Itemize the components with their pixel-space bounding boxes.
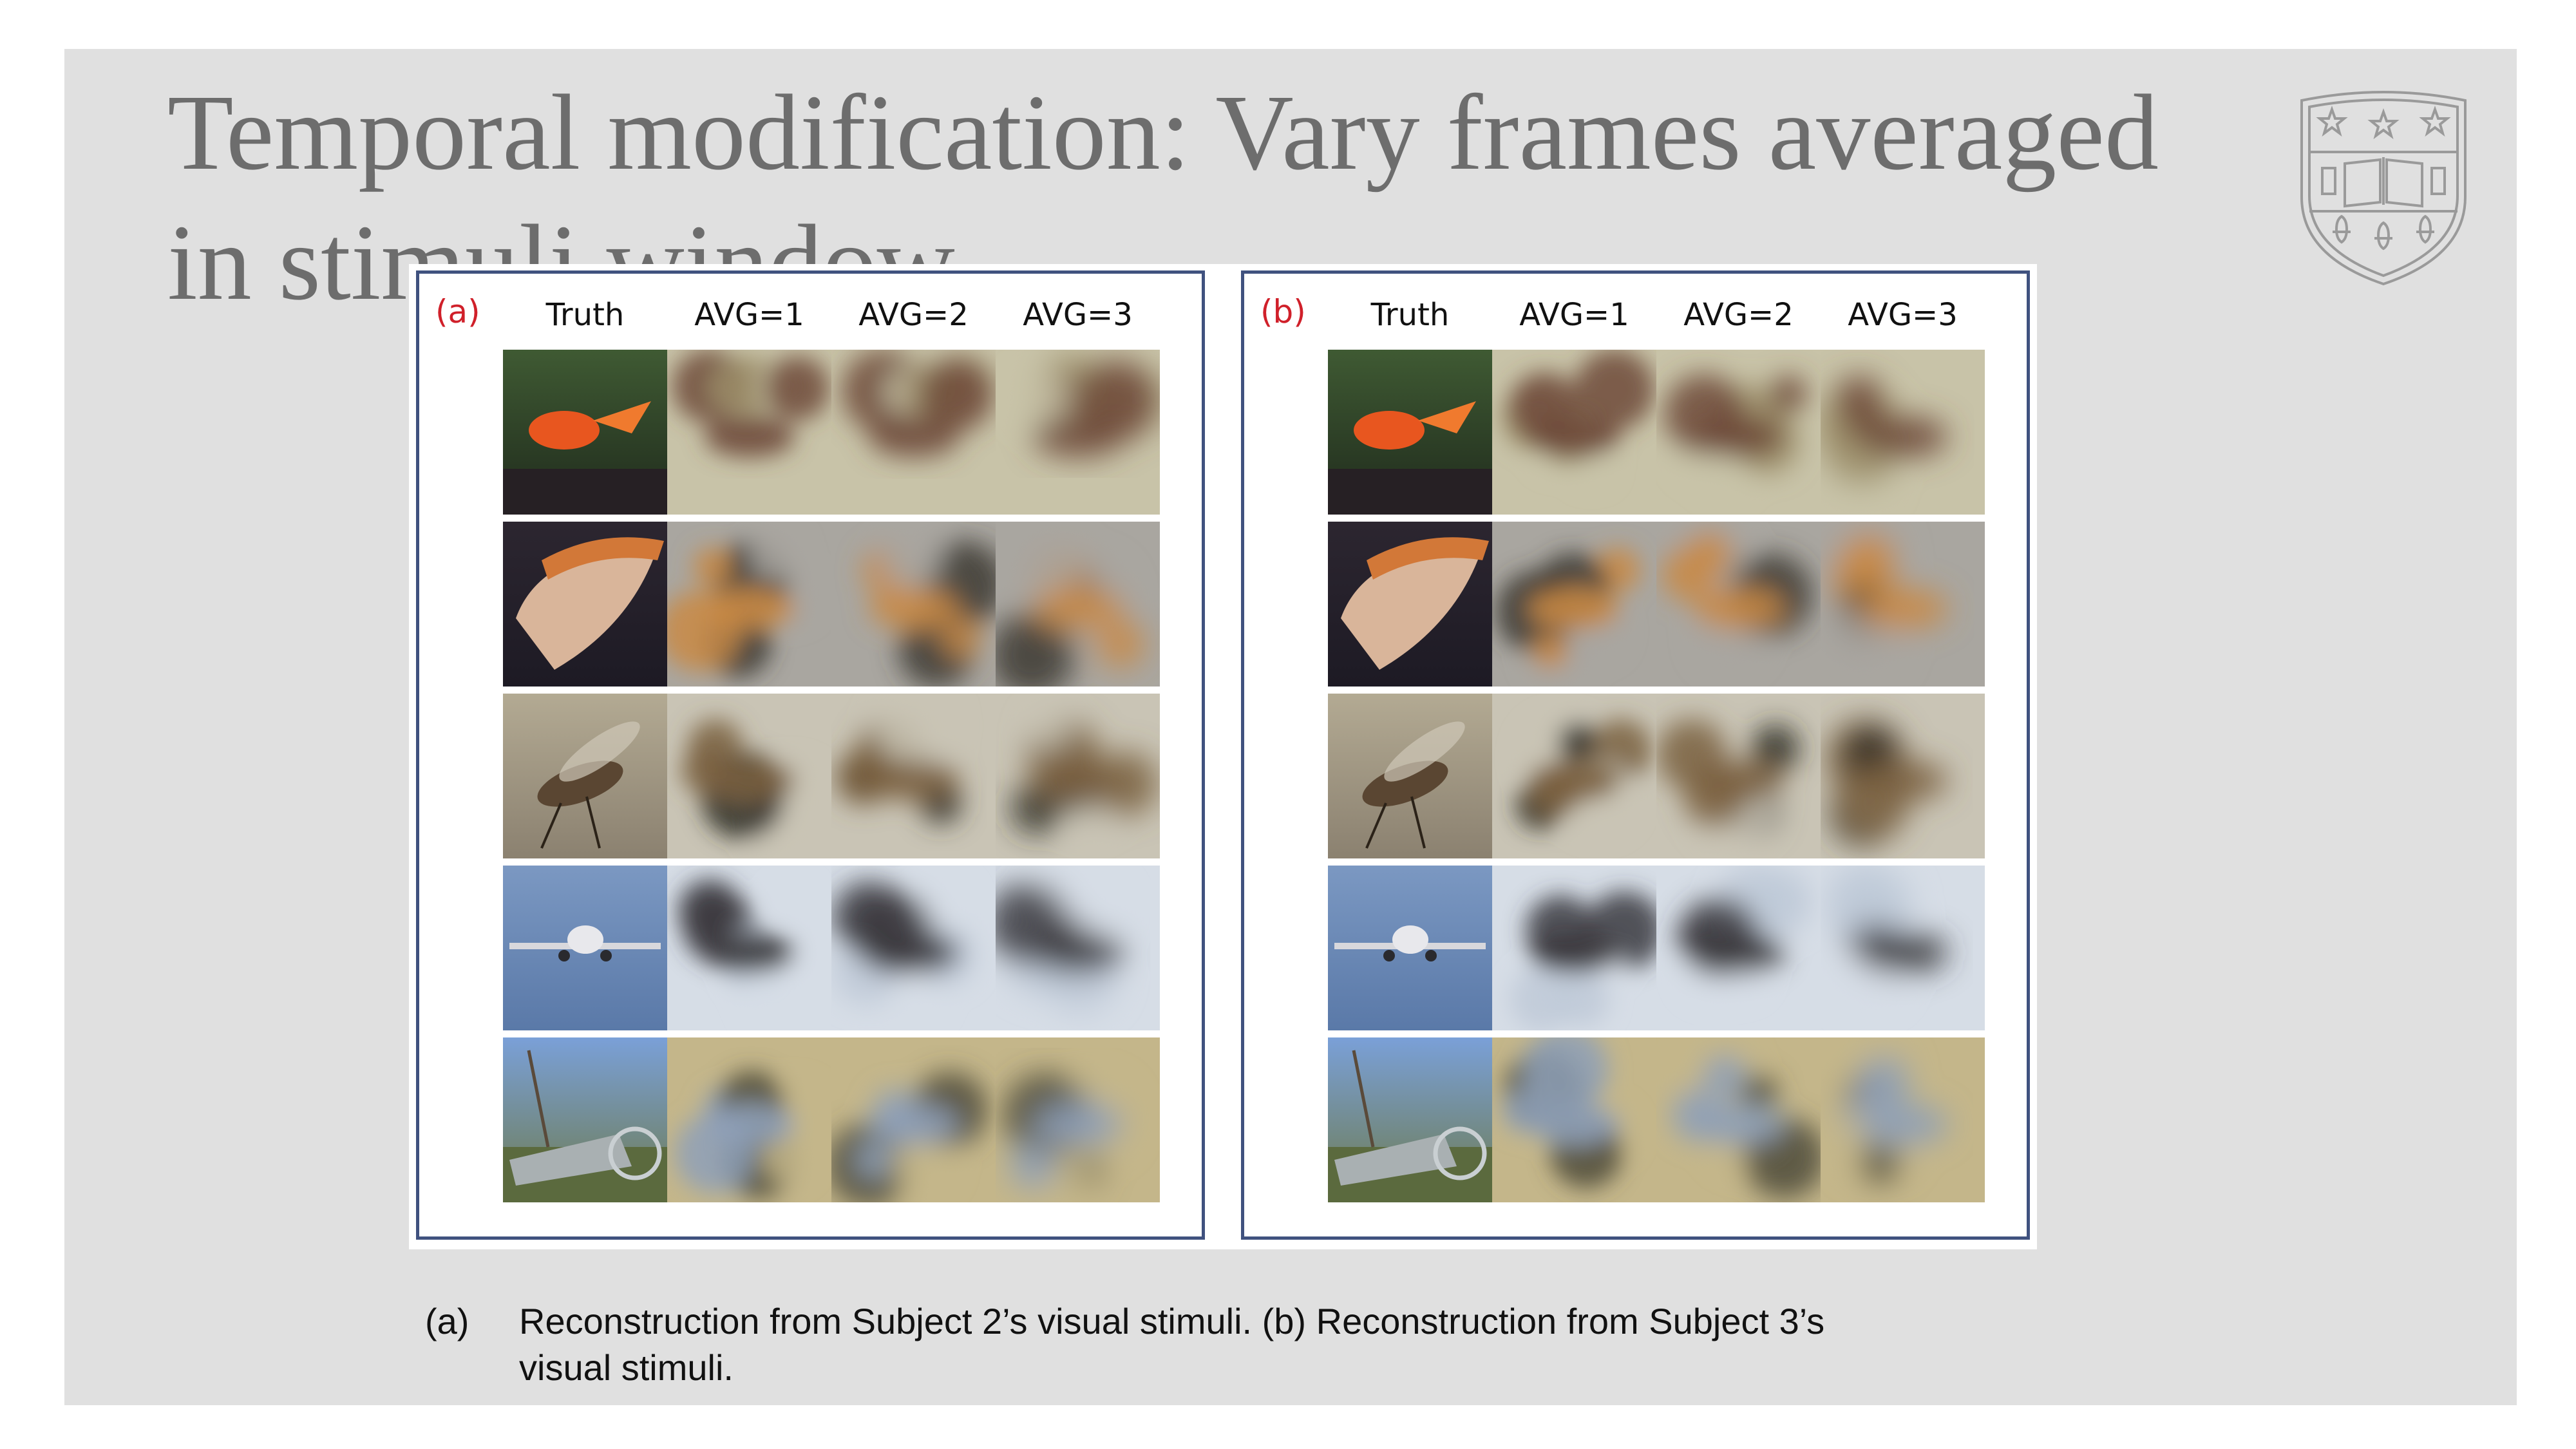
- col-header-avg2: AVG=2: [858, 297, 969, 333]
- panel-b-label: (b): [1260, 293, 1306, 330]
- reconstruction-image-fly-avg2: [1656, 694, 1821, 858]
- reconstruction-image-conch-shell-avg1: [1492, 522, 1656, 687]
- reconstruction-image-fly-avg1: [1492, 694, 1656, 858]
- reconstruction-image-cannon-avg3: [996, 1037, 1160, 1202]
- truth-image-cannon: [1328, 1037, 1492, 1202]
- reconstruction-image-conch-shell-avg3: [996, 522, 1160, 687]
- reconstruction-image-cannon-avg1: [667, 1037, 831, 1202]
- col-header-avg1: AVG=1: [1519, 297, 1629, 333]
- reconstruction-image-fly-avg3: [1821, 694, 1985, 858]
- reconstruction-image-cannon-avg2: [1656, 1037, 1821, 1202]
- reconstruction-image-goldfish-avg3: [1821, 350, 1985, 515]
- reconstruction-image-conch-shell-avg2: [1656, 522, 1821, 687]
- col-header-avg3: AVG=3: [1023, 297, 1133, 333]
- truth-image-cannon: [503, 1037, 667, 1202]
- reconstruction-image-cannon-avg1: [1492, 1037, 1656, 1202]
- reconstruction-image-goldfish-avg3: [996, 350, 1160, 515]
- reconstruction-image-airplane-avg1: [1492, 866, 1656, 1030]
- truth-image-conch-shell: [1328, 522, 1492, 687]
- col-header-truth: Truth: [545, 297, 625, 333]
- truth-image-fly: [503, 694, 667, 858]
- col-header-avg2: AVG=2: [1683, 297, 1794, 333]
- reconstruction-image-fly-avg2: [831, 694, 996, 858]
- reconstruction-image-airplane-avg1: [667, 866, 831, 1030]
- reconstruction-image-airplane-avg3: [1821, 866, 1985, 1030]
- caption-line-2: visual stimuli.: [519, 1347, 734, 1388]
- reconstruction-image-conch-shell-avg2: [831, 522, 996, 687]
- panel-a-label: (a): [435, 293, 480, 330]
- reconstruction-image-conch-shell-avg3: [1821, 522, 1985, 687]
- reconstruction-image-airplane-avg2: [1656, 866, 1821, 1030]
- caption-line-1: Reconstruction from Subject 2’s visual s…: [519, 1301, 1825, 1341]
- truth-image-airplane: [503, 866, 667, 1030]
- col-header-avg3: AVG=3: [1848, 297, 1958, 333]
- caption-label: (a): [425, 1301, 469, 1341]
- caption-text: Reconstruction from Subject 2’s visual s…: [519, 1298, 2000, 1391]
- col-header-truth: Truth: [1370, 297, 1450, 333]
- reconstruction-image-goldfish-avg1: [667, 350, 831, 515]
- reconstruction-image-fly-avg1: [667, 694, 831, 858]
- university-shield-logo-icon: [2300, 91, 2467, 286]
- reconstruction-image-airplane-avg2: [831, 866, 996, 1030]
- truth-image-goldfish: [1328, 350, 1492, 515]
- reconstruction-image-goldfish-avg2: [831, 350, 996, 515]
- reconstruction-image-conch-shell-avg1: [667, 522, 831, 687]
- reconstruction-image-goldfish-avg1: [1492, 350, 1656, 515]
- reconstruction-figure: (a) Truth AVG=1 AVG=2 AVG=3 (b) Truth AV…: [409, 264, 2037, 1249]
- truth-image-airplane: [1328, 866, 1492, 1030]
- reconstruction-image-goldfish-avg2: [1656, 350, 1821, 515]
- reconstruction-image-cannon-avg2: [831, 1037, 996, 1202]
- truth-image-conch-shell: [503, 522, 667, 687]
- reconstruction-image-cannon-avg3: [1821, 1037, 1985, 1202]
- slide-title: Temporal modification: Vary frames avera…: [167, 68, 2228, 328]
- truth-image-goldfish: [503, 350, 667, 515]
- panel-b: (b) Truth AVG=1 AVG=2 AVG=3: [1241, 270, 2030, 1240]
- reconstruction-image-airplane-avg3: [996, 866, 1160, 1030]
- col-header-avg1: AVG=1: [694, 297, 804, 333]
- panel-a: (a) Truth AVG=1 AVG=2 AVG=3: [416, 270, 1205, 1240]
- title-line-1: Temporal modification: Vary frames avera…: [167, 73, 2159, 193]
- reconstruction-image-fly-avg3: [996, 694, 1160, 858]
- truth-image-fly: [1328, 694, 1492, 858]
